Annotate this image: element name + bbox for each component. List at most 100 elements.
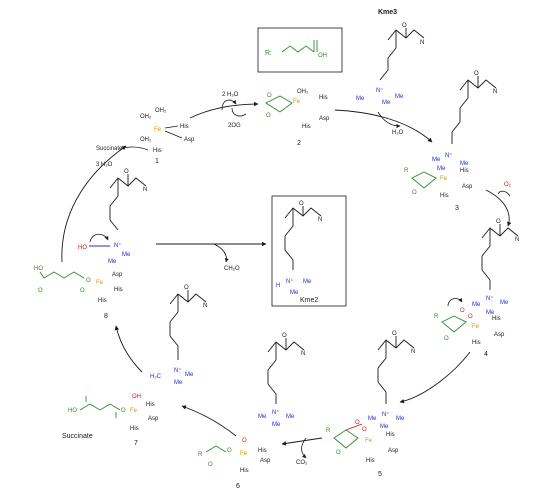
c4-o-b: O <box>468 314 473 320</box>
c8-his2: His <box>98 298 107 304</box>
succinate-label: Succinate <box>62 433 93 440</box>
kme3-me1: Me <box>356 96 365 102</box>
c6-me3: Me <box>272 422 281 428</box>
c4-o-a: O <box>460 308 465 314</box>
c6-n: N⁺ <box>272 409 280 416</box>
c3-o: O <box>474 71 479 77</box>
label-co2: CO₂ <box>296 460 308 466</box>
c1-oh2-c: OH₂ <box>140 137 152 143</box>
c7-o-ester: O <box>121 408 126 414</box>
hydroxymethyl-intermediate: O N N⁺ HO Me Me <box>78 169 147 265</box>
compound-7: O N N⁺ H₂C Me Me HO O Fe OH His Asp His … <box>62 285 207 447</box>
c4-me3: Me <box>486 310 495 316</box>
kme3-me2: Me <box>382 100 391 106</box>
c8-number: 8 <box>104 313 108 320</box>
c3-me2: Me <box>460 161 469 167</box>
c5-his1: His <box>386 432 395 438</box>
kme3-structure: Kme3 O N N⁺ Me Me Me <box>356 9 424 106</box>
c1-number: 1 <box>155 158 159 165</box>
c5-me1: Me <box>368 416 377 422</box>
c5-me2: Me <box>396 416 405 422</box>
c6-fe: Fe <box>240 451 248 457</box>
c4-fe: Fe <box>472 324 480 330</box>
c2-his2: His <box>302 124 311 130</box>
compound-5: O N N⁺ Me Me Me R O O Fe His Asp His O 5 <box>326 331 415 478</box>
c7-n: N⁺ <box>174 367 182 374</box>
c1-fe: Fe <box>154 127 162 133</box>
c3-his1: His <box>460 168 469 174</box>
kme2-o: O <box>299 201 304 207</box>
c1-his2: His <box>153 148 162 154</box>
c7-h2c: H₂C <box>150 374 162 380</box>
c3-o2: O <box>412 190 417 196</box>
c7-his2: His <box>130 426 139 432</box>
kme2-me2: Me <box>290 290 299 296</box>
label-2og: 2OG <box>228 123 241 129</box>
c4-n: N⁺ <box>486 295 494 302</box>
label-3h2o: 3 H₂O <box>96 162 113 168</box>
c5-n: N⁺ <box>382 411 390 418</box>
compound-3: O N N⁺ Me Me Me R Fe His Asp His O 3 <box>404 71 497 212</box>
c6-his1: His <box>258 448 267 454</box>
c7-number: 7 <box>134 440 138 447</box>
c6-o-ester: O <box>227 448 232 454</box>
c8-o3: O <box>86 278 91 284</box>
c6-me2: Me <box>286 414 295 420</box>
kme2-nh: N <box>318 217 322 223</box>
kme2-box: O N N⁺ H Me Me Kme2 <box>271 195 347 307</box>
compound-6: O N N⁺ Me Me Me R O O Fe O His Asp His 6 <box>198 333 305 490</box>
c3-me1: Me <box>432 157 441 163</box>
compound-4: O N N⁺ Me Me Me R O O Fe His Asp His O 4 <box>434 219 519 358</box>
c5-fe: Fe <box>365 438 373 444</box>
label-o2: O₂ <box>504 182 512 188</box>
c5-me3: Me <box>380 424 389 430</box>
c2-o2: O <box>266 113 271 119</box>
c1-oh2-a: OH₂ <box>140 114 152 120</box>
c6-nh: N <box>301 351 305 357</box>
c2-number: 2 <box>297 140 301 147</box>
compound-8: HO O O O Fe Asp His His 8 <box>34 266 123 320</box>
r-label: R: <box>265 50 272 57</box>
c7-asp: Asp <box>148 416 159 422</box>
c6-number: 6 <box>236 483 240 490</box>
c4-his2: His <box>472 340 481 346</box>
c6-me1: Me <box>258 414 267 420</box>
c3-n: N⁺ <box>445 152 453 159</box>
kme3-o: O <box>402 23 407 29</box>
c1-his1: His <box>180 124 189 130</box>
compound-2: O Fe OH₂ His Asp His O 2 <box>265 89 330 147</box>
c7-ho: HO <box>68 408 77 414</box>
c8-ho: HO <box>34 266 43 272</box>
kme2-n: N⁺ <box>286 278 294 285</box>
reaction-arrows: 2 H₂O 2OG H₂O O₂ CO₂ CH₂O Succinate 3 H₂… <box>61 92 512 466</box>
c7-nh: N <box>203 303 207 309</box>
c6-his2: His <box>240 468 249 474</box>
c4-o: O <box>496 219 501 225</box>
label-ch2o: CH₂O <box>224 266 240 272</box>
c5-o-b: O <box>362 427 367 433</box>
hm-n: N⁺ <box>114 242 122 249</box>
c5-number: 5 <box>378 471 382 478</box>
kme3-title: Kme3 <box>378 9 397 16</box>
c7-o: O <box>184 285 189 291</box>
c6-o: O <box>282 333 287 339</box>
c4-his1: His <box>492 316 501 322</box>
c4-nh: N <box>515 237 519 243</box>
kme2-h: H <box>276 283 280 289</box>
c3-his2: His <box>440 193 449 199</box>
hm-me2: Me <box>108 259 117 265</box>
hm-nh: N <box>143 187 147 193</box>
c3-number: 3 <box>455 205 459 212</box>
c7-oh: OH <box>132 394 141 400</box>
c6-asp: Asp <box>260 458 271 464</box>
c5-nh: N <box>411 349 415 355</box>
c2-fe: Fe <box>293 99 301 105</box>
c4-r: R <box>434 314 439 320</box>
c3-fe: Fe <box>440 176 448 182</box>
c3-me3: Me <box>437 166 446 172</box>
c8-o1: O <box>38 288 43 294</box>
c5-his2: His <box>366 458 375 464</box>
c8-fe: Fe <box>96 280 104 286</box>
c1-oh2-b: OH₂ <box>155 108 167 114</box>
